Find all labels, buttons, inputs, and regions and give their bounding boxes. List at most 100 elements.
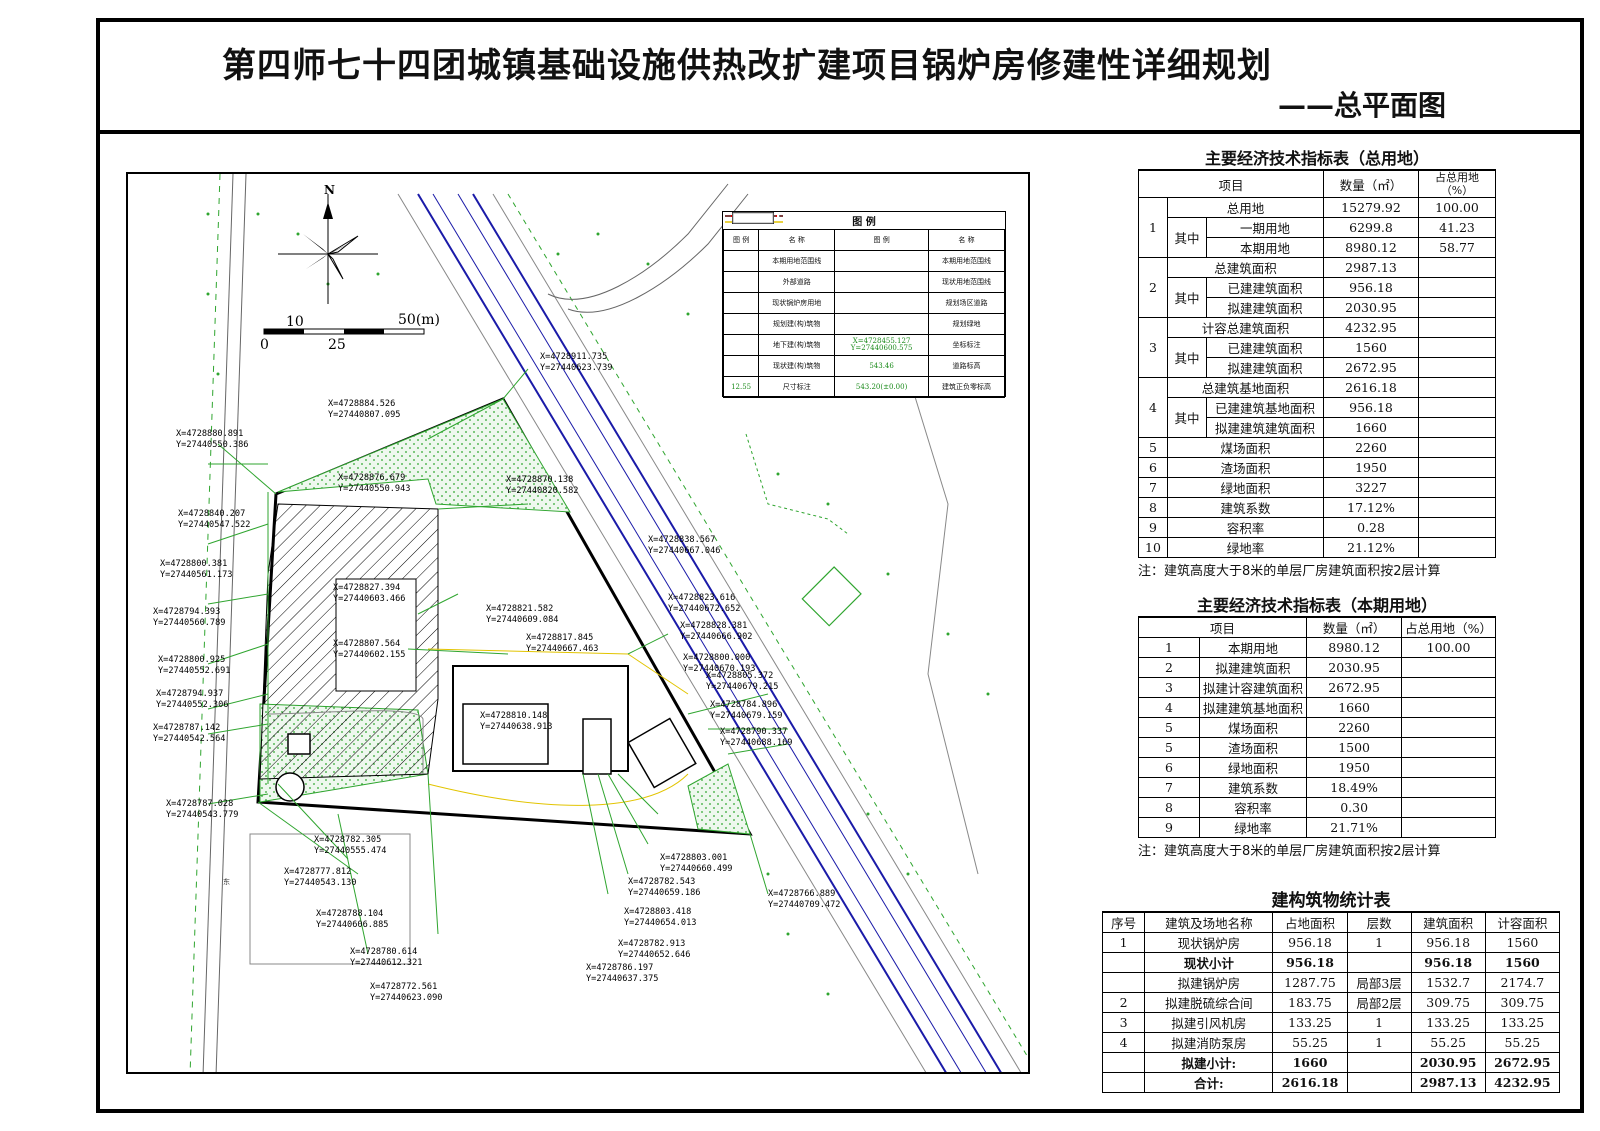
legend-swatch xyxy=(722,212,774,356)
scale-label-25: 25 xyxy=(328,337,346,353)
table-cell: 拟建引风机房 xyxy=(1144,1012,1274,1033)
table-cell: 1660 xyxy=(1323,417,1419,438)
legend-name: 本期用地范围线 xyxy=(928,250,1005,272)
legend-swatch xyxy=(725,215,930,272)
legend-name: 坐标标注 xyxy=(928,334,1005,356)
table-cell: 2030.95 xyxy=(1306,657,1403,678)
table-cell: 总用地 xyxy=(1167,197,1324,218)
table-cell: 3 xyxy=(1138,677,1200,698)
coordinate-label: X=4728803.001 xyxy=(660,853,727,863)
road-label: 东 xyxy=(223,877,230,886)
legend-swatch xyxy=(722,212,774,314)
coordinate-label: Y=27440560.789 xyxy=(153,618,225,628)
site-plan-svg: 东 xyxy=(153,174,1028,1072)
green-area-southeast xyxy=(687,763,751,835)
legend-swatch xyxy=(725,213,930,314)
col-header: 计容面积 xyxy=(1484,912,1561,933)
table-cell: 1500 xyxy=(1306,737,1403,758)
table-cell: 拟建建筑面积 xyxy=(1198,657,1308,678)
table-cell: 拟建建筑面积 xyxy=(1206,357,1324,378)
table-cell: 1660 xyxy=(1272,1052,1348,1073)
coordinate-label: Y=27440543.779 xyxy=(166,810,238,820)
coordinate-label: X=4728794.393 xyxy=(153,607,220,617)
table-cell: 1287.75 xyxy=(1272,972,1348,993)
table-cell: 其中 xyxy=(1167,277,1207,318)
coordinate-label: X=4728777.812 xyxy=(284,867,351,877)
table-cell xyxy=(1401,717,1496,738)
table-cell: 100.00 xyxy=(1401,637,1496,658)
table-cell: 5 xyxy=(1138,737,1200,758)
coordinate-label: X=4728880.891 xyxy=(176,429,243,439)
coordinate-label: X=4728803.418 xyxy=(624,907,691,917)
coordinate-label: Y=27440612.321 xyxy=(350,958,422,968)
site-plan-map: 东 xyxy=(126,172,1030,1074)
legend-swatch xyxy=(725,215,930,293)
coordinate-label: X=4728800.000 xyxy=(683,653,750,663)
highway xyxy=(397,193,1028,1072)
coordinate-labels: X=4728911.735Y=27440623.739X=4728884.526… xyxy=(153,352,840,1003)
table-title: 主要经济技术指标表（本期用地） xyxy=(1138,592,1496,617)
table-cell: 建筑系数 xyxy=(1167,497,1324,518)
table-cell: 17.12% xyxy=(1323,497,1419,518)
table-cell xyxy=(1101,1072,1146,1093)
table-cell xyxy=(1418,277,1496,298)
coordinate-label: X=4728800.381 xyxy=(160,559,227,569)
drawing-frame xyxy=(96,18,1584,1113)
coordinate-label: Y=27440623.739 xyxy=(540,363,612,373)
col-header: 序号 xyxy=(1101,912,1146,933)
table-cell: 容积率 xyxy=(1167,517,1324,538)
table-cell xyxy=(1418,377,1496,398)
desulfurization-room xyxy=(582,718,612,775)
table-cell: 8 xyxy=(1138,797,1200,818)
coordinate-label: X=4728838.567 xyxy=(648,535,715,545)
coordinate-label: Y=27440543.130 xyxy=(284,878,356,888)
table-cell: 总建筑面积 xyxy=(1167,257,1324,278)
col-header: 建筑面积 xyxy=(1410,912,1486,933)
legend-swatch xyxy=(722,212,774,293)
coordinate-label: Y=27440667.046 xyxy=(648,546,720,556)
table-cell: 其中 xyxy=(1167,337,1207,378)
coordinate-label: X=4728788.104 xyxy=(316,909,383,919)
north-arrow xyxy=(278,194,378,304)
col-header: 占总用地（%） xyxy=(1418,170,1496,198)
table-cell: 100.00 xyxy=(1418,197,1496,218)
table-cell: 2174.7 xyxy=(1484,972,1561,993)
coordinate-label: X=4728794.937 xyxy=(156,689,223,699)
table-cell xyxy=(1401,817,1496,838)
coordinate-label: Y=27440679.215 xyxy=(706,682,778,692)
table-cell: 一期用地 xyxy=(1206,217,1324,238)
scale-bar xyxy=(263,328,425,335)
col-header: 数量（㎡） xyxy=(1306,617,1403,638)
table-cell: 7 xyxy=(1138,477,1168,498)
fan-room xyxy=(627,717,697,789)
legend-header: 图 例 xyxy=(722,229,760,251)
table-cell: 2030.95 xyxy=(1323,297,1419,318)
table-cell: 渣场面积 xyxy=(1198,737,1308,758)
table-cell: 5 xyxy=(1138,717,1200,738)
table-cell xyxy=(1418,457,1496,478)
coordinate-label: Y=27440555.474 xyxy=(314,846,386,856)
table-cell: 渣场面积 xyxy=(1167,457,1324,478)
table-cell: 1560 xyxy=(1323,337,1419,358)
table-cell: 其中 xyxy=(1167,397,1207,438)
coordinate-label: Y=27440609.084 xyxy=(486,615,558,625)
table-cell: 2672.95 xyxy=(1484,1052,1561,1073)
table-cell xyxy=(1401,697,1496,718)
legend-name: 外部道路 xyxy=(758,271,836,293)
table-cell: 拟建建筑面积 xyxy=(1206,297,1324,318)
coordinate-label: X=4728821.582 xyxy=(486,604,553,614)
existing-building xyxy=(335,578,417,692)
